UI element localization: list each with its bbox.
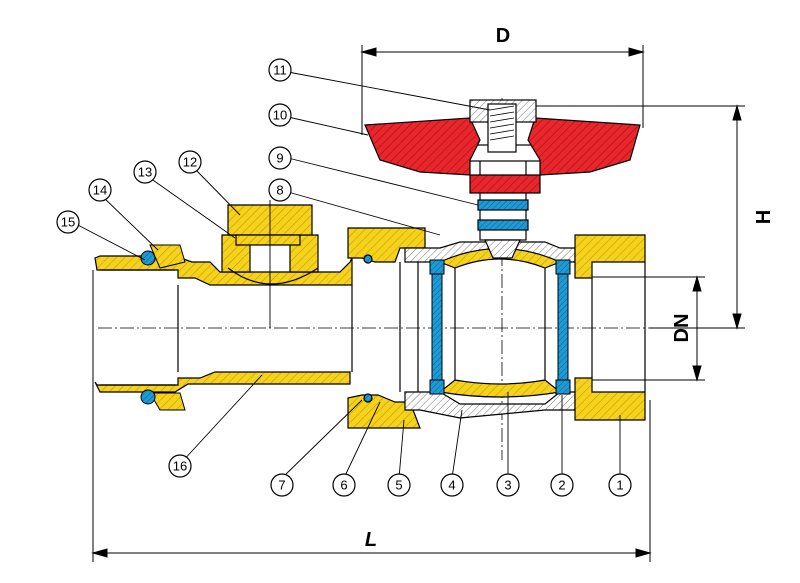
callout-4: 4 (440, 473, 464, 497)
tailpiece (94, 255, 353, 393)
svg-text:2: 2 (558, 478, 565, 493)
dimension-d-label: D (496, 25, 510, 47)
svg-text:12: 12 (183, 155, 197, 170)
callout-8: 8 (268, 178, 292, 202)
svg-text:1: 1 (616, 478, 623, 493)
callout-2: 2 (550, 473, 574, 497)
end-connector (574, 234, 646, 421)
callout-9: 9 (268, 146, 292, 170)
handle (364, 117, 641, 194)
svg-text:10: 10 (273, 108, 287, 123)
svg-text:14: 14 (93, 183, 107, 198)
ball-seats (429, 259, 571, 395)
callout-13: 13 (133, 160, 157, 184)
union-nut (347, 227, 426, 429)
svg-text:7: 7 (278, 478, 285, 493)
svg-text:6: 6 (340, 478, 347, 493)
callout-3: 3 (496, 473, 520, 497)
callout-7: 7 (270, 473, 294, 497)
stem (464, 144, 542, 259)
svg-text:11: 11 (273, 63, 287, 78)
callout-15: 15 (56, 210, 80, 234)
side-port (221, 204, 319, 285)
dimension-h-label: H (753, 210, 775, 224)
svg-text:13: 13 (138, 165, 152, 180)
callout-16: 16 (168, 454, 192, 478)
callout-5: 5 (387, 473, 411, 497)
svg-text:15: 15 (61, 215, 75, 230)
callouts: 11 10 9 8 12 13 14 15 16 7 6 5 4 3 2 1 (56, 58, 632, 497)
centerlines (98, 98, 650, 460)
svg-text:8: 8 (276, 183, 283, 198)
dimension-dn-label: DN (671, 314, 693, 343)
callout-14: 14 (88, 178, 112, 202)
dimension-l-label: L (365, 529, 377, 551)
dimension-lines (91, 45, 745, 562)
leader-lines (71, 71, 621, 479)
svg-text:5: 5 (395, 478, 402, 493)
handle-nut (469, 99, 537, 153)
callout-12: 12 (178, 150, 202, 174)
svg-text:4: 4 (448, 478, 455, 493)
callout-10: 10 (268, 103, 292, 127)
svg-text:16: 16 (173, 459, 187, 474)
svg-text:3: 3 (504, 478, 511, 493)
svg-text:9: 9 (276, 151, 283, 166)
callout-1: 1 (608, 473, 632, 497)
ball (438, 247, 562, 398)
seal-ring-left (140, 244, 186, 411)
callout-11: 11 (268, 58, 292, 82)
callout-6: 6 (332, 473, 356, 497)
